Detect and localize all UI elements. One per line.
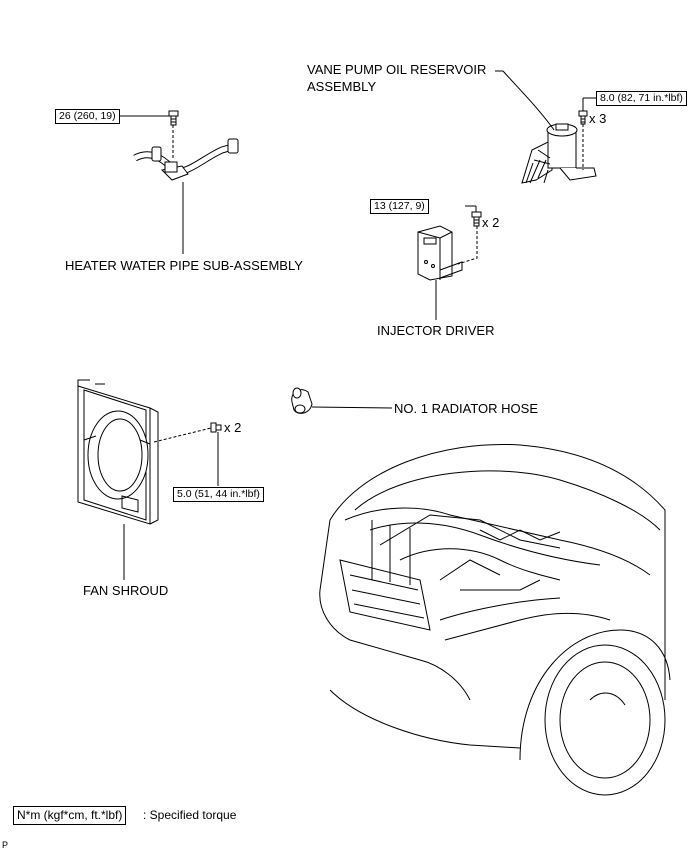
heater-water-pipe-drawing xyxy=(133,138,239,181)
fan-shroud-bolt-icon xyxy=(210,422,222,433)
fan-shroud-label: FAN SHROUD xyxy=(83,583,169,598)
vane-pump-bolt-qty: x 3 xyxy=(589,111,607,126)
radiator-hose-drawing xyxy=(291,387,313,414)
vane-pump-reservoir-drawing xyxy=(521,123,597,184)
fan-shroud-bolt-qty: x 2 xyxy=(224,420,242,435)
injector-driver-label: INJECTOR DRIVER xyxy=(377,323,495,338)
vane-pump-bolt-icon xyxy=(578,110,588,125)
legend-torque-box: N*m (kgf*cm, ft.*lbf) xyxy=(13,806,127,825)
vane-pump-bolt-torque: 8.0 (82, 71 in.*lbf) xyxy=(596,91,687,106)
vehicle-front-drawing xyxy=(319,443,671,796)
heater-bolt-icon xyxy=(168,110,179,126)
heater-pipe-label: HEATER WATER PIPE SUB-ASSEMBLY xyxy=(65,258,303,273)
vane-pump-label-line2: ASSEMBLY xyxy=(307,79,377,94)
corner-mark: P xyxy=(2,840,9,850)
injector-bolt-torque: 13 (127, 9) xyxy=(370,199,429,214)
injector-bolt-qty: x 2 xyxy=(482,215,500,230)
vane-pump-label-line1: VANE PUMP OIL RESERVOIR xyxy=(307,62,487,77)
injector-bolt-icon xyxy=(471,211,482,227)
fan-shroud-bolt-torque: 5.0 (51, 44 in.*lbf) xyxy=(173,487,264,502)
radiator-hose-label: NO. 1 RADIATOR HOSE xyxy=(394,401,538,416)
heater-bolt-torque: 26 (260, 19) xyxy=(55,109,120,124)
fan-shroud-drawing xyxy=(77,379,159,525)
legend-description: : Specified torque xyxy=(143,808,237,822)
injector-driver-drawing xyxy=(417,225,463,281)
